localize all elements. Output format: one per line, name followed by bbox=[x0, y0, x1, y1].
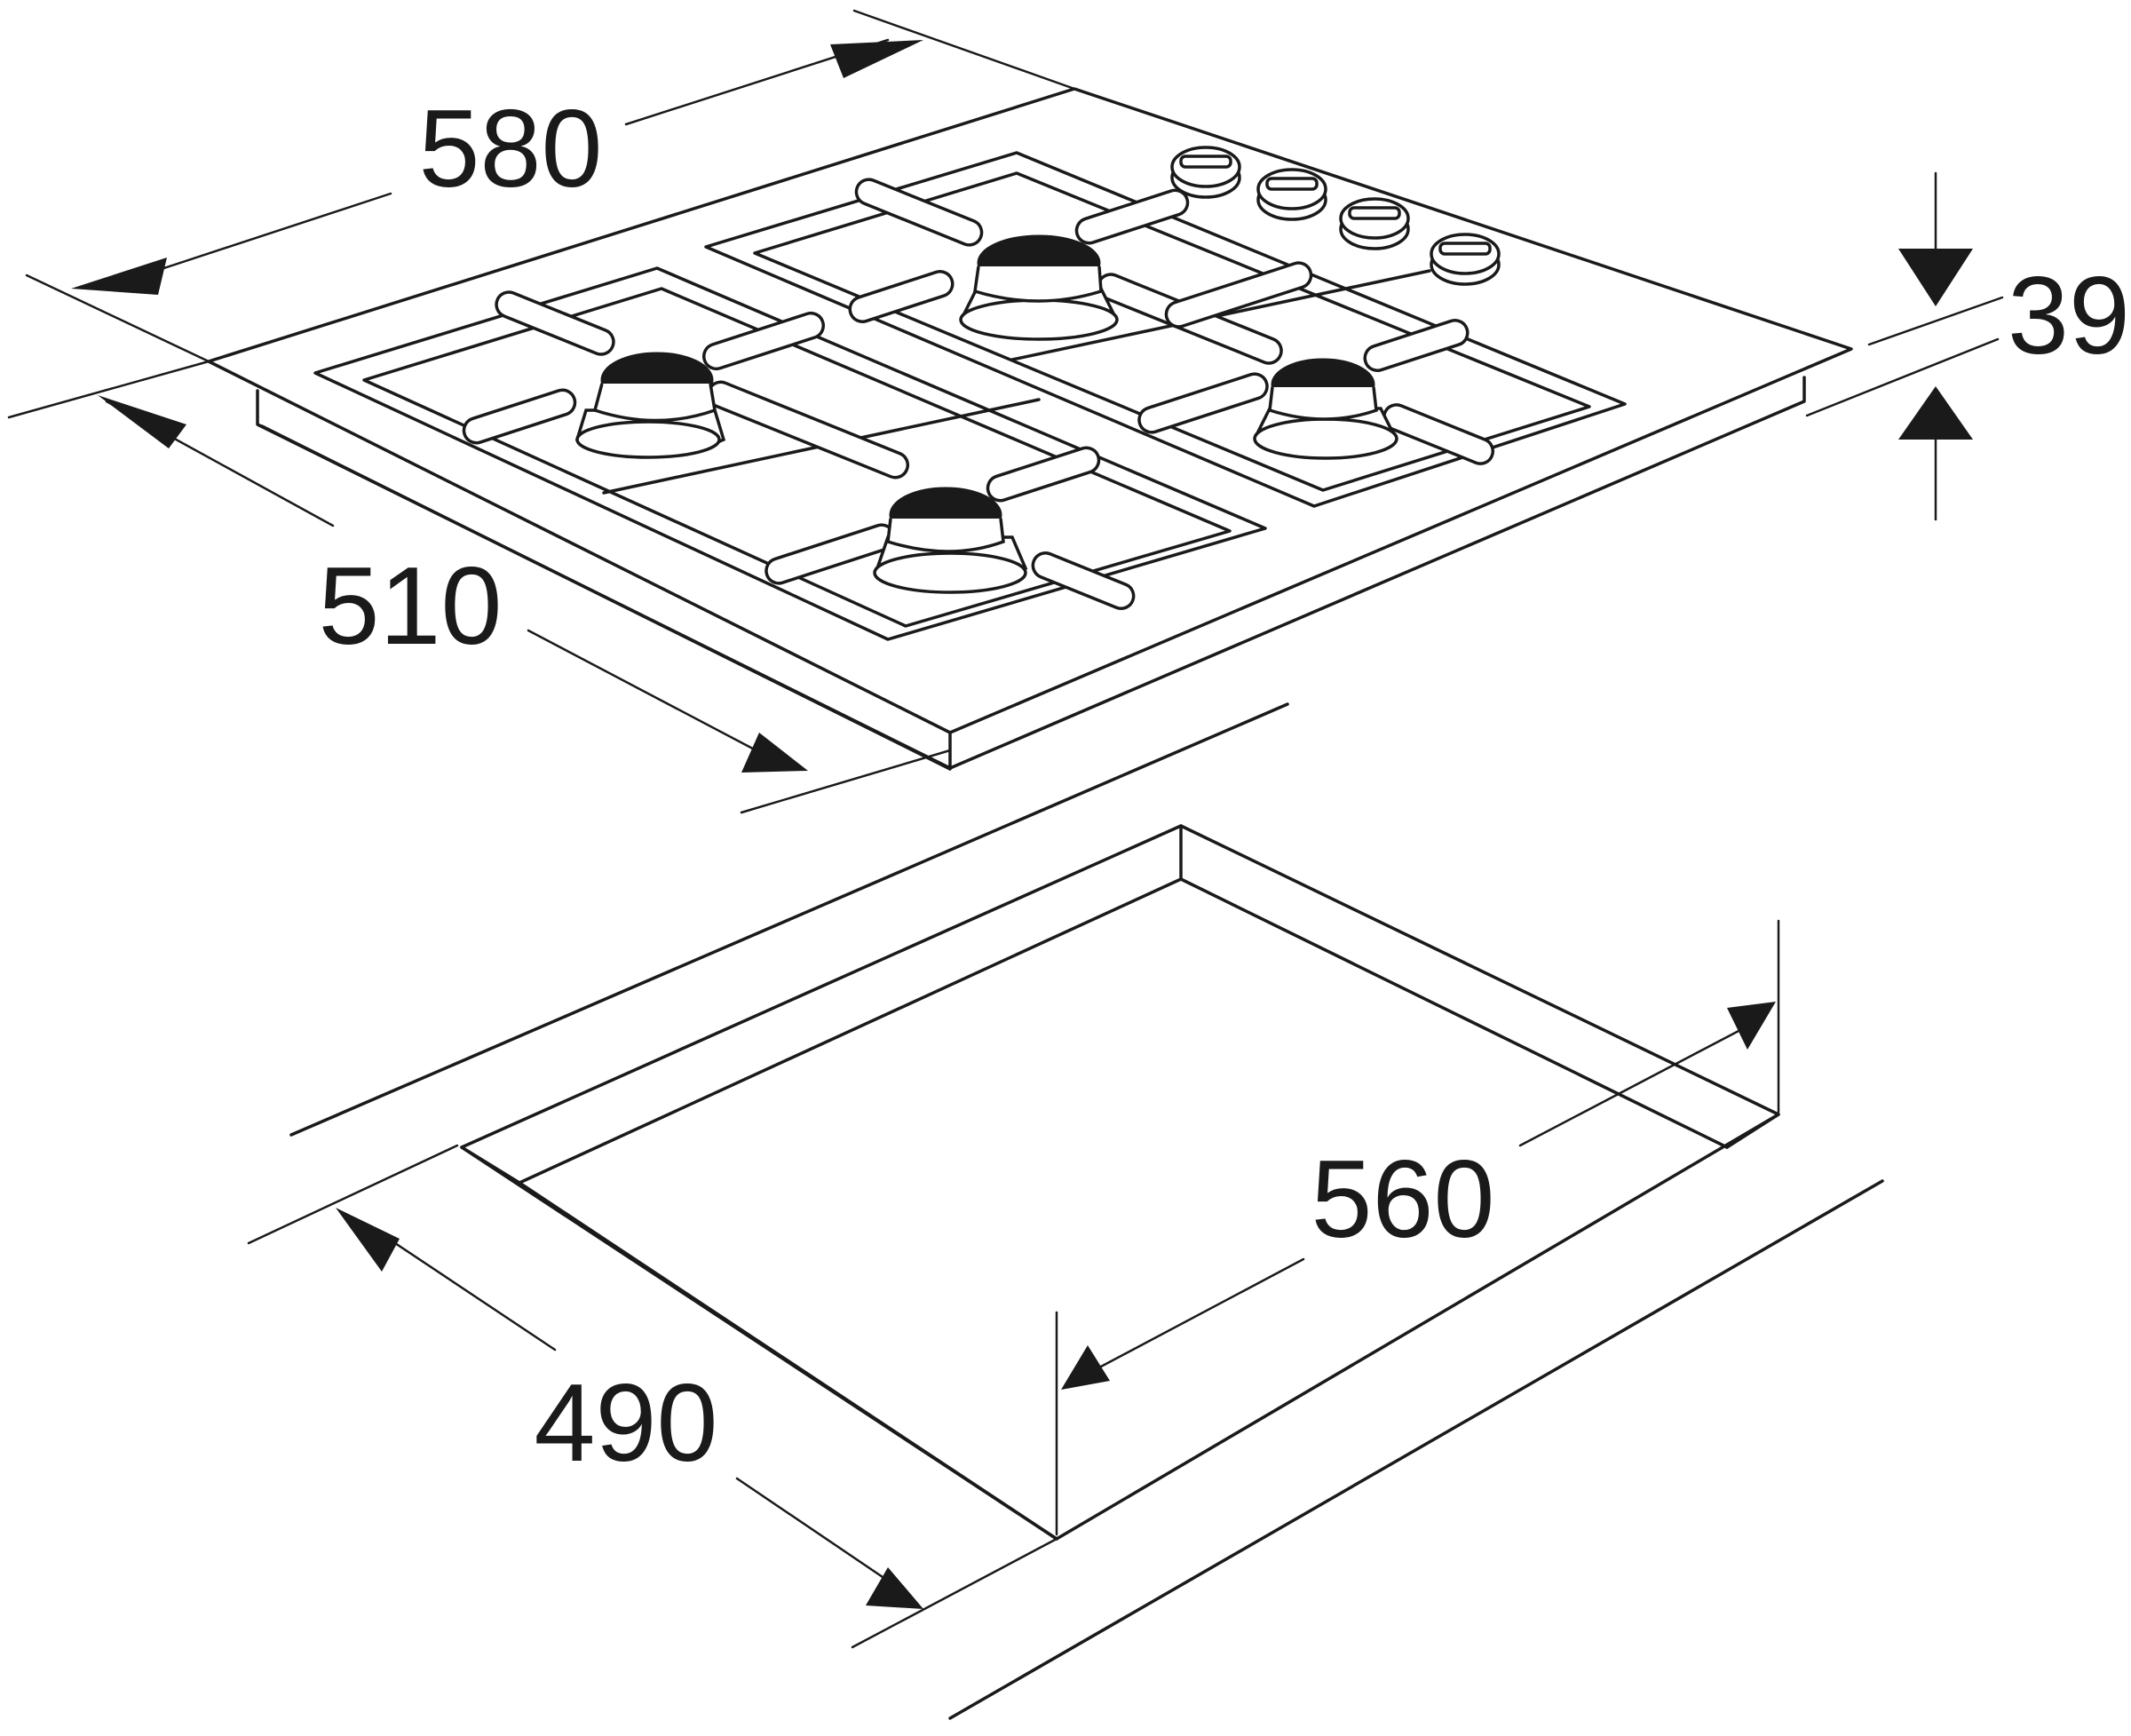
control-knobs bbox=[1170, 146, 1501, 286]
dimension-560: 560 bbox=[1055, 919, 1780, 1536]
dimension-580: 580 bbox=[25, 9, 1076, 363]
label-560: 560 bbox=[1311, 1138, 1495, 1261]
label-580: 580 bbox=[419, 88, 603, 210]
arrowhead-510-top bbox=[98, 395, 186, 448]
arrowhead-580-right bbox=[830, 40, 923, 78]
burner-front-center bbox=[873, 487, 1028, 594]
arrowhead-39-top bbox=[1898, 249, 1973, 306]
dimension-39: 39 bbox=[1805, 171, 2130, 521]
burner-front-right bbox=[1253, 358, 1398, 460]
knob-1 bbox=[1170, 146, 1241, 199]
label-39: 39 bbox=[2008, 255, 2130, 377]
burner-rear-left bbox=[574, 352, 726, 459]
knob-2 bbox=[1256, 168, 1327, 221]
arrowhead-490-bottom bbox=[866, 1567, 923, 1609]
arrowhead-510-bottom bbox=[741, 733, 808, 773]
arrowhead-560-right bbox=[1727, 1002, 1776, 1050]
burner-rear-right bbox=[959, 234, 1119, 341]
arrowhead-39-bottom bbox=[1898, 386, 1973, 440]
countertop-edges bbox=[289, 702, 1884, 1720]
arrowhead-560-left bbox=[1061, 1345, 1110, 1390]
label-490: 490 bbox=[535, 1362, 718, 1485]
grate-bars bbox=[462, 178, 1495, 610]
cutout-outline bbox=[460, 824, 1780, 1541]
dimension-490: 490 bbox=[247, 1144, 1058, 1649]
knob-3 bbox=[1339, 197, 1410, 250]
label-510: 510 bbox=[319, 545, 503, 668]
arrowhead-490-top bbox=[336, 1208, 400, 1272]
dimension-510: 510 bbox=[7, 360, 952, 814]
knob-4 bbox=[1430, 233, 1501, 286]
arrowhead-580-left bbox=[71, 258, 167, 295]
